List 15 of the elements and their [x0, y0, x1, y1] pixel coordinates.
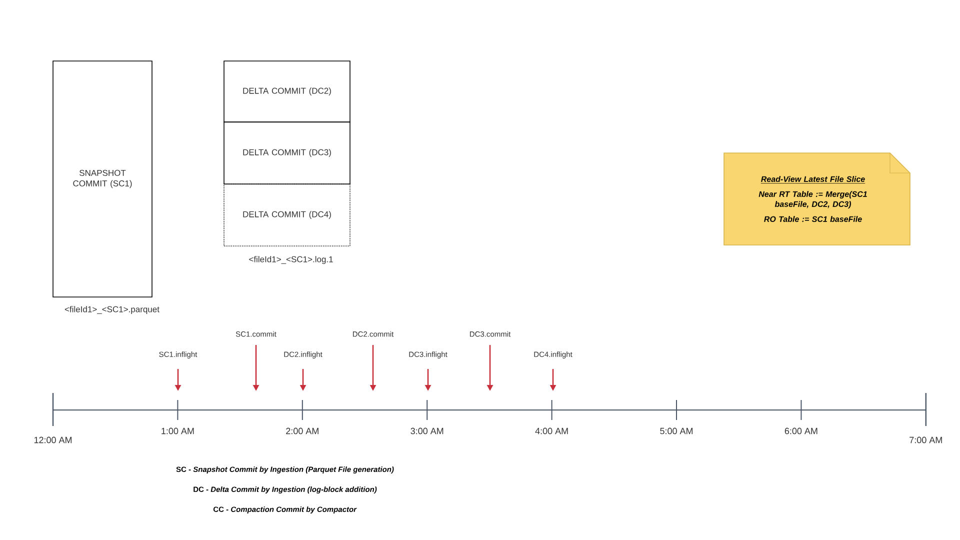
commit-box: DELTA COMMIT (DC2) — [224, 60, 350, 122]
time-label: 12:00 AM — [34, 436, 72, 444]
commit-box: SNAPSHOT COMMIT (SC1) — [52, 60, 152, 298]
time-label: 5:00 AM — [660, 428, 693, 434]
file-name-label: <fileId1>_<SC1>.parquet — [64, 306, 160, 314]
file-name-label: <fileId1>_<SC1>.log.1 — [249, 256, 333, 264]
commit-box: DELTA COMMIT (DC3) — [224, 122, 350, 184]
time-label: 3:00 AM — [410, 428, 444, 434]
time-label: 6:00 AM — [784, 428, 818, 434]
note-card: Read-View Latest File Slice Near RT Table := Merge(SC1 baseFile, DC2, DC3) RO Table := SC1 baseFile — [724, 152, 910, 246]
commit-box: DELTA COMMIT (DC4) — [224, 184, 350, 246]
time-label: 7:00 AM — [910, 436, 942, 444]
time-label: 2:00 AM — [286, 428, 318, 434]
time-label: 4:00 AM — [535, 428, 568, 434]
time-label: 1:00 AM — [162, 428, 194, 434]
